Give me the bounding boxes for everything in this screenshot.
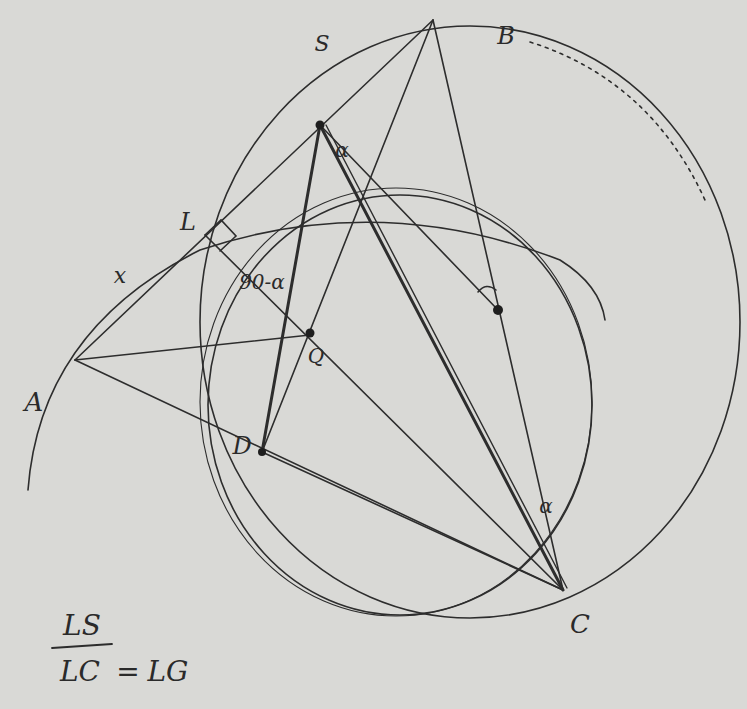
point-label: LS [63,612,101,640]
point-label: B [497,24,515,48]
point-label: A [25,389,44,415]
line-e-bc [320,125,498,310]
line-bd [262,20,433,452]
fraction-bar [52,644,112,648]
small-circle [208,195,592,615]
point [493,305,503,315]
dotted-arc [530,42,705,200]
big-circle [200,26,740,618]
point-label: LG [148,658,189,686]
point-label: α [335,140,349,160]
point [306,329,315,338]
angle-arc [478,286,496,292]
point [258,448,266,456]
line-bc [433,20,563,590]
point-label: D [232,434,251,458]
line-ab [75,20,433,360]
point-label: 90-α [239,272,285,292]
line-ec [320,125,563,590]
point-label: L [180,210,196,234]
line-dc [262,452,563,590]
point-label: C [570,611,590,637]
line-lc [205,235,563,590]
small-circle-retrace [200,188,592,616]
line-ec-double [326,125,567,588]
point-label: Q [308,346,324,366]
point [316,121,325,130]
line-ac [75,360,563,590]
point-label: x [114,265,126,287]
arc [28,222,605,490]
right-angle [205,220,236,251]
point-label: S [314,33,329,55]
line-aq [75,335,310,360]
point-label: = [116,658,139,686]
point-label: α [539,496,553,516]
point-label: LC [60,658,100,686]
